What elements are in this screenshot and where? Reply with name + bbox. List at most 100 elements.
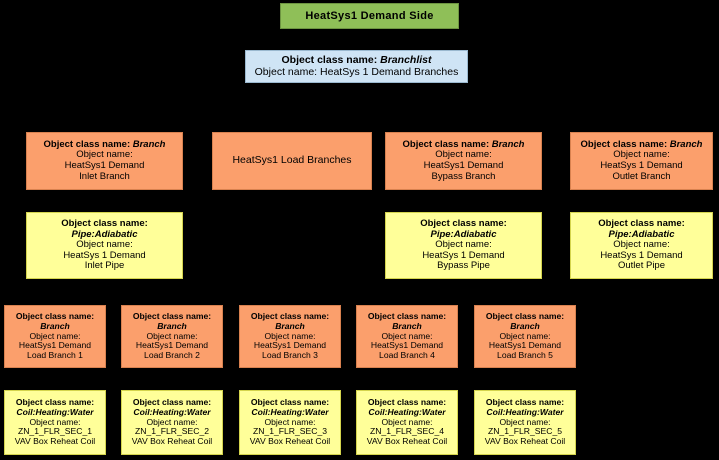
bypass-branch-name-line2: Bypass Branch — [431, 170, 496, 182]
load-branch-5-name-label: Object name: — [499, 330, 551, 341]
branchlist-name-label: Object name: — [254, 65, 321, 78]
inlet-branch-name-label: Object name: — [76, 149, 133, 161]
coil-4-class-name: Coil:Heating:Water — [368, 407, 446, 418]
inlet-pipe-name-line1: HeatSys 1 Demand — [63, 249, 146, 261]
outlet-pipe-class-label: Object class name: — [598, 217, 685, 229]
coil-2-class-name: Coil:Heating:Water — [133, 407, 211, 418]
bypass-branch-class-line: Object class name: Branch — [403, 138, 525, 151]
load-branch-4-class-name: Branch — [392, 321, 422, 332]
branchlist-class-line: Object class name: Branchlist — [281, 53, 432, 67]
coil-3-name-line1: ZN_1_FLR_SEC_3 — [252, 426, 328, 437]
outlet-branch-class-label: Object class name: — [580, 138, 670, 150]
coil-4-name-line1: ZN_1_FLR_SEC_4 — [369, 426, 445, 437]
coil-1-name-line1: ZN_1_FLR_SEC_1 — [17, 426, 93, 437]
node-inlet-pipe[interactable]: Object class name: Pipe:Adiabatic Object… — [26, 212, 183, 279]
inlet-pipe-class-label: Object class name: — [61, 217, 148, 229]
load-branch-2-class-name: Branch — [157, 321, 187, 332]
outlet-pipe-name-label: Object name: — [613, 239, 670, 251]
bypass-branch-name-line1: HeatSys1 Demand — [423, 160, 504, 171]
load-branch-1-class-label: Object class name: — [15, 311, 95, 322]
node-coil-5[interactable]: Object class name: Coil:Heating:Water Ob… — [474, 390, 576, 455]
node-load-branch-5[interactable]: Object class name: Branch Object name: H… — [474, 305, 576, 368]
coil-4-class-label: Object class name: — [367, 397, 447, 408]
load-branch-5-class-label: Object class name: — [485, 311, 565, 322]
bypass-pipe-class-name: Pipe:Adiabatic — [430, 228, 497, 240]
coil-2-name-line1: ZN_1_FLR_SEC_2 — [134, 426, 210, 437]
load-branch-5-class-name: Branch — [510, 321, 540, 332]
coil-2-class-label: Object class name: — [132, 397, 212, 408]
outlet-pipe-name-line2: Outlet Pipe — [618, 260, 665, 272]
branchlist-class-label: Object class name: — [281, 53, 381, 66]
coil-1-class-name: Coil:Heating:Water — [16, 407, 94, 418]
node-bypass-pipe[interactable]: Object class name: Pipe:Adiabatic Object… — [385, 212, 542, 279]
load-branch-2-class-label: Object class name: — [132, 311, 212, 322]
inlet-branch-class-name: Branch — [132, 138, 166, 150]
node-load-branch-3[interactable]: Object class name: Branch Object name: H… — [239, 305, 341, 368]
inlet-branch-class-line: Object class name: Branch — [43, 138, 166, 151]
node-load-branches-group[interactable]: HeatSys1 Load Branches — [212, 132, 372, 190]
bypass-branch-name-label: Object name: — [435, 149, 492, 161]
load-branch-3-name-label: Object name: — [264, 330, 316, 341]
inlet-pipe-name-line2: Inlet Pipe — [84, 260, 125, 272]
coil-3-class-name: Coil:Heating:Water — [251, 407, 329, 418]
branchlist-object-name: HeatSys 1 Demand Branches — [320, 65, 459, 78]
coil-2-name-label: Object name: — [146, 416, 198, 427]
coil-5-name-line2: VAV Box Reheat Coil — [484, 435, 566, 446]
coil-2-name-line2: VAV Box Reheat Coil — [131, 435, 213, 446]
node-branchlist[interactable]: Object class name: Branchlist Object nam… — [245, 50, 468, 83]
diagram-title-text: HeatSys1 Demand Side — [305, 9, 434, 22]
coil-5-class-name: Coil:Heating:Water — [486, 407, 564, 418]
inlet-branch-class-label: Object class name: — [43, 138, 133, 150]
bypass-pipe-name-line1: HeatSys 1 Demand — [422, 249, 505, 261]
inlet-pipe-class-name: Pipe:Adiabatic — [71, 228, 138, 240]
coil-4-name-label: Object name: — [381, 416, 433, 427]
load-branch-1-name-line2: Load Branch 1 — [27, 349, 83, 360]
coil-1-class-label: Object class name: — [15, 397, 95, 408]
bypass-pipe-class-label: Object class name: — [420, 217, 507, 229]
branchlist-name-line: Object name: HeatSys 1 Demand Branches — [254, 65, 459, 79]
coil-1-name-label: Object name: — [29, 416, 81, 427]
load-branch-5-name-line2: Load Branch 5 — [497, 349, 553, 360]
node-bypass-branch[interactable]: Object class name: Branch Object name: H… — [385, 132, 542, 190]
load-branch-3-name-line2: Load Branch 3 — [262, 349, 318, 360]
load-branch-4-name-line2: Load Branch 4 — [379, 349, 435, 360]
load-branch-5-name-line1: HeatSys1 Demand — [488, 340, 562, 351]
coil-5-name-label: Object name: — [499, 416, 551, 427]
coil-1-name-line2: VAV Box Reheat Coil — [14, 435, 96, 446]
coil-3-name-label: Object name: — [264, 416, 316, 427]
node-inlet-branch[interactable]: Object class name: Branch Object name: H… — [26, 132, 183, 190]
inlet-branch-name-line1: HeatSys1 Demand — [64, 160, 145, 171]
branchlist-class-name: Branchlist — [380, 53, 432, 66]
node-coil-3[interactable]: Object class name: Coil:Heating:Water Ob… — [239, 390, 341, 455]
load-branch-1-class-name: Branch — [40, 321, 70, 332]
outlet-branch-name-label: Object name: — [613, 149, 670, 161]
node-outlet-pipe[interactable]: Object class name: Pipe:Adiabatic Object… — [570, 212, 713, 279]
node-coil-4[interactable]: Object class name: Coil:Heating:Water Ob… — [356, 390, 458, 455]
coil-5-name-line1: ZN_1_FLR_SEC_5 — [487, 426, 563, 437]
load-branch-1-name-line1: HeatSys1 Demand — [18, 340, 92, 351]
node-load-branch-1[interactable]: Object class name: Branch Object name: H… — [4, 305, 106, 368]
load-branch-2-name-line2: Load Branch 2 — [144, 349, 200, 360]
outlet-branch-class-line: Object class name: Branch — [580, 138, 703, 151]
node-load-branch-2[interactable]: Object class name: Branch Object name: H… — [121, 305, 223, 368]
load-branches-group-label: HeatSys1 Load Branches — [232, 154, 352, 167]
inlet-pipe-name-label: Object name: — [76, 239, 133, 251]
coil-3-class-label: Object class name: — [250, 397, 330, 408]
load-branch-3-class-name: Branch — [275, 321, 305, 332]
outlet-pipe-name-line1: HeatSys 1 Demand — [600, 249, 683, 261]
bypass-pipe-name-line2: Bypass Pipe — [437, 260, 490, 272]
load-branch-1-name-label: Object name: — [29, 330, 81, 341]
load-branch-4-name-label: Object name: — [381, 330, 433, 341]
node-coil-2[interactable]: Object class name: Coil:Heating:Water Ob… — [121, 390, 223, 455]
node-coil-1[interactable]: Object class name: Coil:Heating:Water Ob… — [4, 390, 106, 455]
node-load-branch-4[interactable]: Object class name: Branch Object name: H… — [356, 305, 458, 368]
load-branch-4-class-label: Object class name: — [367, 311, 447, 322]
bypass-branch-class-name: Branch — [491, 138, 525, 150]
diagram-title-box: HeatSys1 Demand Side — [280, 3, 459, 29]
load-branch-3-name-line1: HeatSys1 Demand — [253, 340, 327, 351]
coil-3-name-line2: VAV Box Reheat Coil — [249, 435, 331, 446]
node-outlet-branch[interactable]: Object class name: Branch Object name: H… — [570, 132, 713, 190]
outlet-branch-class-name: Branch — [669, 138, 703, 150]
outlet-branch-name-line1: HeatSys 1 Demand — [600, 160, 683, 171]
